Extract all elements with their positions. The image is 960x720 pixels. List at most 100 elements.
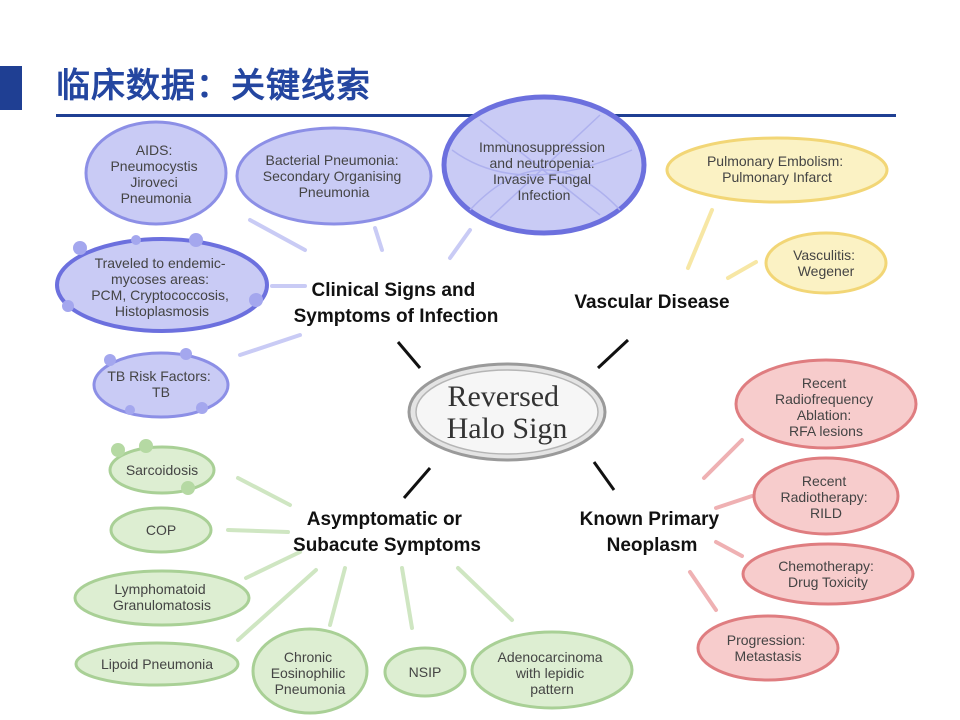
node-lymphomatoid-line: Granulomatosis (113, 597, 211, 613)
connector-lines (226, 208, 758, 642)
svg-text:Progression: Metastasis: Progression: Metastasis (727, 632, 809, 664)
node-bacterial-line: Bacterial Pneumonia: (266, 152, 399, 168)
node-pulmonary-embolism: Pulmonary Embolism: Pulmonary Infarct (665, 136, 889, 204)
node-chemo-line: Chemotherapy: (778, 558, 874, 574)
node-aids-line: Pneumonia (121, 190, 192, 206)
node-tb-line: TB (152, 384, 170, 400)
node-radiotherapy-line: Radiotherapy: (780, 489, 867, 505)
node-progression-line: Metastasis (735, 648, 802, 664)
node-lipoid-pneumonia: Lipoid Pneumonia (74, 641, 240, 687)
node-aids-line: Jiroveci (130, 174, 177, 190)
node-vasculitis: Vasculitis: Wegener (764, 231, 888, 295)
node-chronic-eosinophilic: Chronic Eosinophilic Pneumonia (251, 627, 369, 715)
node-adeno-line: Adenocarcinoma (498, 649, 603, 665)
node-travel-line: PCM, Cryptococcosis, (91, 287, 229, 303)
category-label-line: Neoplasm (607, 535, 698, 556)
svg-text:Chronic Eosinophilic: Chronic Eosinophilic Pneumonia (271, 649, 350, 697)
node-cop-line: COP (146, 522, 176, 538)
node-aids-line: Pneumocystis (110, 158, 197, 174)
node-vasculitis-line: Wegener (798, 263, 855, 279)
connector-lipoid (236, 568, 318, 642)
node-lymphomatoid: Lymphomatoid Granulomatosis (73, 569, 251, 627)
svg-text:Sarcoidosis: Sarcoidosis (126, 462, 198, 478)
category-asymptomatic-label: Asymptomatic or Subacute Symptoms (293, 509, 481, 556)
node-chemotherapy: Chemotherapy: Drug Toxicity (741, 542, 915, 606)
connector-center-vascular (596, 338, 630, 370)
node-sarcoidosis-line: Sarcoidosis (126, 462, 198, 478)
connector-vasculitis (726, 260, 758, 280)
category-label-line: Symptoms of Infection (294, 306, 499, 327)
node-embolism-line: Pulmonary Infarct (722, 169, 832, 185)
category-neoplasm-label: Known Primary Neoplasm (580, 509, 725, 556)
node-radiotherapy: Recent Radiotherapy: RILD (752, 456, 900, 536)
connector-immuno (448, 228, 472, 260)
category-label-line: Asymptomatic or (307, 509, 463, 530)
node-nsip-line: NSIP (409, 664, 442, 680)
svg-text:Lymphomatoid Granulomato: Lymphomatoid Granulomatosis (113, 581, 211, 613)
node-adeno-line: pattern (530, 681, 574, 697)
node-vasculitis-line: Vasculitis: (793, 247, 855, 263)
svg-text:Pulmonary Embolism: Pulm: Pulmonary Embolism: Pulmonary Infarct (707, 153, 847, 185)
center-label-line: Halo Sign (447, 412, 568, 445)
title-accent-bar (0, 66, 22, 110)
svg-text:Recent Radiofrequency: Recent Radiofrequency Ablation: RFA lesi… (775, 375, 877, 439)
node-rfa-line: Ablation: (797, 407, 851, 423)
connector-aids (248, 218, 307, 252)
svg-text:Lipoid Pneumonia: Lipoid Pneumonia (101, 656, 213, 672)
category-infection-label: Clinical Signs and Symptoms of Infection (294, 280, 499, 327)
node-chronic-line: Chronic (284, 649, 332, 665)
node-immuno-line: Invasive Fungal (493, 171, 591, 187)
connector-chemo (714, 540, 744, 558)
node-tb-risk: TB Risk Factors: TB (92, 348, 230, 419)
node-nsip: NSIP (383, 646, 467, 698)
center-label: Reversed Halo Sign (447, 380, 568, 445)
node-cop: COP (109, 506, 213, 554)
node-immunosuppression: Immunosuppression and neutropenia: Invas… (441, 94, 647, 236)
connector-center-asymptomatic (402, 467, 432, 499)
center-node-reversed-halo-sign: Reversed Halo Sign (407, 362, 607, 462)
node-sarcoidosis: Sarcoidosis (108, 439, 216, 495)
node-chronic-line: Eosinophilic (271, 665, 346, 681)
node-immuno-line: Infection (518, 187, 571, 203)
svg-text:Bacterial Pneumonia: Sec: Bacterial Pneumonia: Secondary Organisin… (263, 152, 405, 200)
node-adenocarcinoma: Adenocarcinoma with lepidic pattern (470, 630, 634, 710)
connector-rfa (702, 438, 744, 480)
connector-progression (688, 570, 718, 612)
category-label-line: Known Primary (580, 509, 720, 530)
node-travel-line: Histoplasmosis (115, 303, 209, 319)
svg-text:TB Risk Factors: TB: TB Risk Factors: TB (107, 368, 214, 400)
node-rfa: Recent Radiofrequency Ablation: RFA lesi… (734, 358, 918, 450)
category-vascular-label: Vascular Disease (574, 292, 729, 313)
node-chronic-line: Pneumonia (275, 681, 346, 697)
page-title: 临床数据：关键线索 (56, 66, 371, 106)
svg-text:Recent Radiotherapy:: Recent Radiotherapy: RILD (780, 473, 871, 521)
svg-text:AIDS: Pneumocystis: AIDS: Pneumocystis Jiroveci Pneumonia (110, 142, 201, 206)
svg-text:Chemotherapy: Drug Toxic: Chemotherapy: Drug Toxicity (778, 558, 878, 590)
connector-radiotherapy (714, 494, 754, 510)
node-bacterial-line: Pneumonia (299, 184, 370, 200)
connector-embolism (686, 208, 714, 270)
node-adeno-line: with lepidic (515, 665, 584, 681)
node-travel-line: Traveled to endemic- (95, 255, 226, 271)
node-embolism-line: Pulmonary Embolism: (707, 153, 843, 169)
svg-text:Vasculitis: Wegener: Vasculitis: Wegener (793, 247, 859, 279)
svg-text:NSIP: NSIP (409, 664, 442, 680)
node-immuno-line: and neutropenia: (490, 155, 595, 171)
node-lymphomatoid-line: Lymphomatoid (114, 581, 205, 597)
connector-chronic (328, 566, 347, 627)
node-lipoid-line: Lipoid Pneumonia (101, 656, 213, 672)
node-tb-line: TB Risk Factors: (107, 368, 210, 384)
connector-sarcoidosis (236, 476, 292, 507)
connector-center-infection (396, 341, 422, 369)
connector-nsip (400, 566, 414, 630)
node-aids-line: AIDS: (136, 142, 173, 158)
node-travel-line: mycoses areas: (111, 271, 209, 287)
svg-text:COP: COP (146, 522, 176, 538)
node-progression: Progression: Metastasis (696, 614, 840, 682)
node-immuno-line: Immunosuppression (479, 139, 605, 155)
category-label-line: Vascular Disease (574, 292, 729, 313)
connector-lymphomatoid (244, 550, 302, 580)
node-rfa-line: Radiofrequency (775, 391, 873, 407)
connector-bacterial (373, 226, 384, 252)
